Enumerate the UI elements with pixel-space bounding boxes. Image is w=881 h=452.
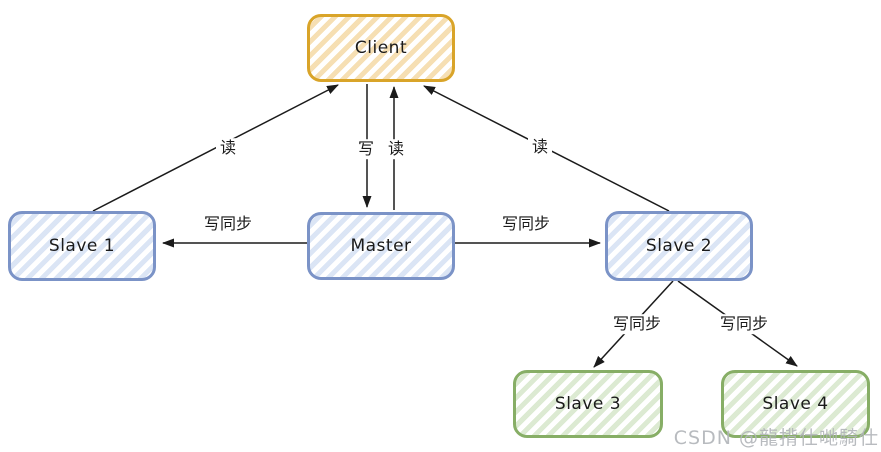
node-slave1: Slave 1 [8, 211, 156, 281]
node-slave3-label: Slave 3 [554, 394, 622, 414]
edge-label-read-left: 读 [215, 138, 241, 158]
csdn-watermark: CSDN @龍揹仕哋騎仕 [673, 427, 879, 449]
node-slave3: Slave 3 [513, 370, 663, 438]
edge-label-sync-slave2-slave4: 写同步 [715, 314, 773, 334]
node-slave2-label: Slave 2 [645, 236, 713, 256]
edge-label-sync-master-slave2: 写同步 [497, 214, 555, 234]
edge-label-write-center: 写 [353, 139, 379, 159]
edge-label-sync-master-slave1: 写同步 [199, 214, 257, 234]
node-slave4: Slave 4 [721, 370, 870, 438]
node-master-label: Master [350, 236, 412, 256]
edge-label-read-center: 读 [383, 139, 409, 159]
node-client: Client [307, 14, 455, 82]
edge-label-sync-slave2-slave3: 写同步 [608, 314, 666, 334]
node-master: Master [307, 212, 455, 280]
node-slave4-label: Slave 4 [762, 394, 829, 414]
node-client-label: Client [354, 38, 408, 58]
edge-label-read-right: 读 [527, 137, 553, 157]
node-slave2: Slave 2 [605, 211, 753, 281]
node-slave1-label: Slave 1 [48, 236, 116, 256]
